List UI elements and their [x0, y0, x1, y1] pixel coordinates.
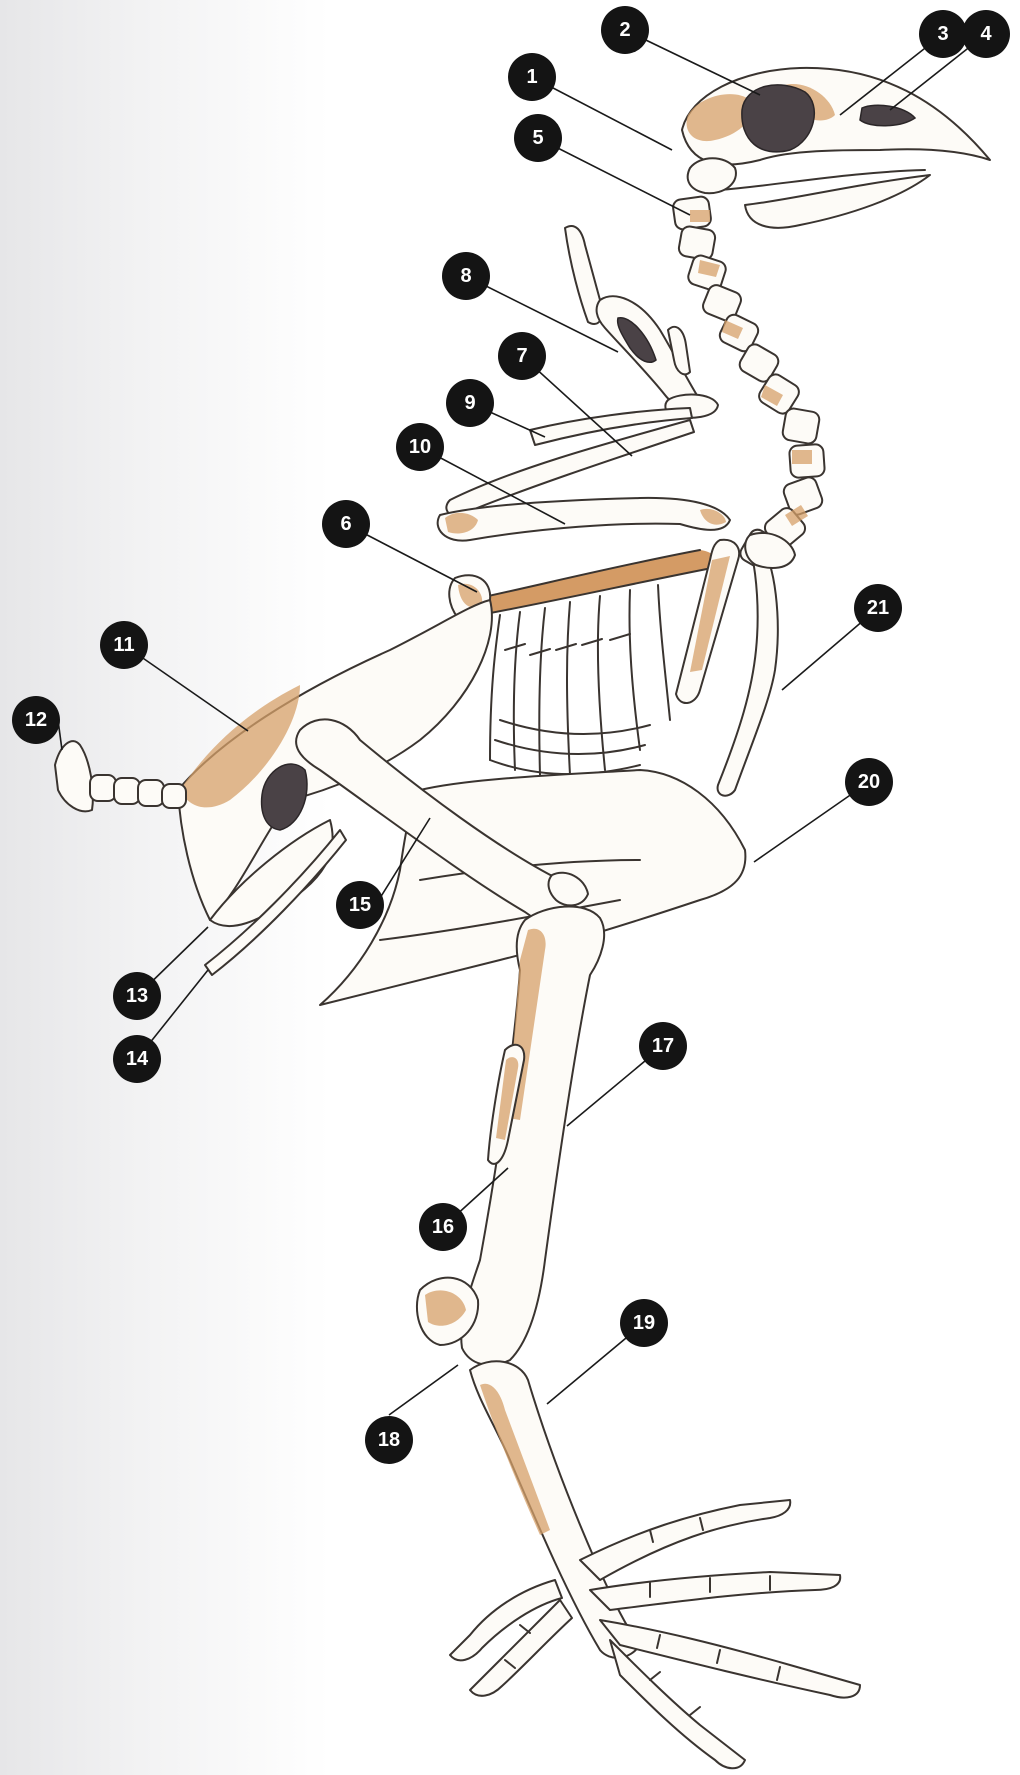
- callout-10: 10: [396, 423, 444, 471]
- callout-17: 17: [639, 1022, 687, 1070]
- leader-18: [389, 1365, 458, 1415]
- toe-front-middle: [590, 1572, 840, 1610]
- callout-20: 20: [845, 758, 893, 806]
- callout-6: 6: [322, 500, 370, 548]
- svg-text:2: 2: [619, 19, 630, 41]
- svg-text:5: 5: [532, 127, 543, 149]
- caudal-vertebra: [162, 784, 186, 808]
- tibiotarsus: [417, 906, 604, 1365]
- tail: [55, 741, 186, 811]
- svg-text:8: 8: [460, 265, 471, 287]
- callout-13: 13: [113, 972, 161, 1020]
- rib-cage: [490, 585, 670, 775]
- callout-2: 2: [601, 6, 649, 54]
- rib: [629, 590, 640, 750]
- caudal-vertebra: [90, 775, 116, 801]
- svg-text:7: 7: [516, 345, 527, 367]
- callout-4: 4: [962, 10, 1010, 58]
- vertebra: [781, 407, 820, 444]
- rib: [539, 608, 545, 775]
- foot: [450, 1500, 860, 1768]
- callout-9: 9: [446, 379, 494, 427]
- caudal-vertebra: [114, 778, 140, 804]
- svg-text:21: 21: [867, 597, 889, 619]
- svg-text:4: 4: [980, 23, 992, 45]
- callout-8: 8: [442, 252, 490, 300]
- toe-front-upper: [580, 1500, 790, 1580]
- svg-text:6: 6: [340, 513, 351, 535]
- callout-16: 16: [419, 1203, 467, 1251]
- svg-text:10: 10: [409, 436, 431, 458]
- svg-text:9: 9: [464, 392, 475, 414]
- skull-base: [688, 158, 736, 193]
- callout-5: 5: [514, 114, 562, 162]
- svg-text:16: 16: [432, 1216, 454, 1238]
- rib: [598, 596, 605, 770]
- svg-text:19: 19: [633, 1312, 655, 1334]
- svg-text:20: 20: [858, 771, 880, 793]
- svg-text:12: 12: [25, 709, 47, 731]
- callout-1: 1: [508, 53, 556, 101]
- leader-5: [538, 138, 690, 215]
- shoulder-and-spine: [449, 533, 795, 796]
- callout-3: 3: [919, 10, 967, 58]
- svg-text:18: 18: [378, 1429, 400, 1451]
- scapula: [470, 550, 716, 615]
- callout-21: 21: [854, 584, 902, 632]
- callout-12: 12: [12, 696, 60, 744]
- callout-11: 11: [100, 621, 148, 669]
- svg-text:17: 17: [652, 1035, 674, 1057]
- svg-text:11: 11: [113, 634, 134, 656]
- callout-15: 15: [336, 881, 384, 929]
- callout-7: 7: [498, 332, 546, 380]
- rib: [658, 585, 670, 720]
- pygostyle: [55, 741, 93, 811]
- rib: [567, 602, 570, 775]
- caudal-vertebra: [138, 780, 164, 806]
- skull: [682, 68, 990, 228]
- callout-14: 14: [113, 1035, 161, 1083]
- svg-text:3: 3: [937, 23, 948, 45]
- svg-text:1: 1: [526, 66, 537, 88]
- rib: [490, 615, 500, 760]
- svg-text:15: 15: [349, 894, 371, 916]
- svg-text:13: 13: [126, 985, 148, 1007]
- svg-text:14: 14: [126, 1048, 149, 1070]
- lower-beak: [745, 175, 930, 228]
- callout-18: 18: [365, 1416, 413, 1464]
- callout-19: 19: [620, 1299, 668, 1347]
